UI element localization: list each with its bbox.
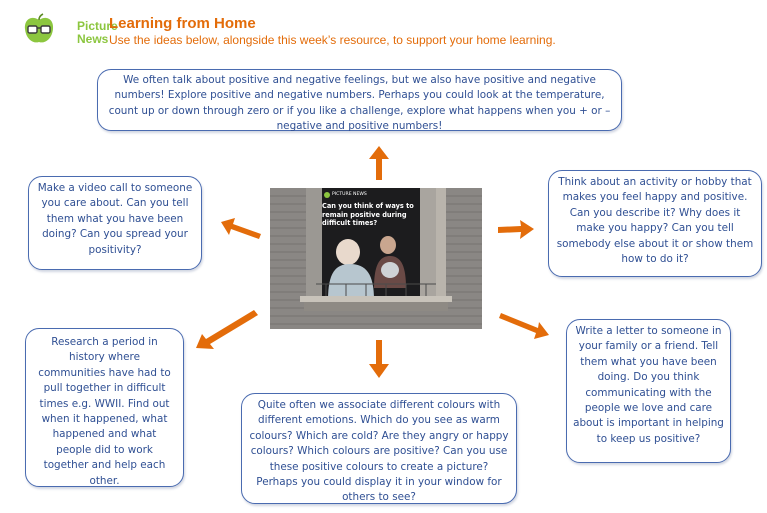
photo-caption: Can you think of ways to remain positive… [322, 202, 414, 228]
idea-box-history: Research a period in history where commu… [25, 328, 184, 487]
arrow-left-down-icon [196, 310, 258, 349]
arrow-down-icon [369, 340, 389, 378]
logo-text-news: News [77, 32, 109, 46]
page-title: Learning from Home [109, 15, 256, 32]
arrow-left-up-icon [221, 218, 261, 239]
idea-box-letter: Write a letter to someone in your family… [566, 319, 731, 463]
page-subtitle: Use the ideas below, alongside this week… [109, 33, 556, 47]
idea-box-numbers: We often talk about positive and negativ… [97, 69, 622, 132]
central-photo: PICTURE NEWS Can you think of ways to re… [270, 188, 482, 329]
idea-box-hobby: Think about an activity or hobby that ma… [548, 170, 762, 277]
arrow-right-icon [498, 220, 534, 239]
photo-logo-label: PICTURE NEWS [332, 192, 367, 197]
apple-glasses-icon [24, 13, 54, 43]
arrow-up-icon [369, 146, 389, 180]
idea-box-colours: Quite often we associate different colou… [241, 393, 517, 504]
logo-text-picture: Picture [77, 19, 118, 33]
arrow-right-down-icon [499, 313, 549, 339]
picture-news-logo: Picture News [22, 13, 118, 47]
idea-box-video-call: Make a video call to someone you care ab… [28, 176, 202, 270]
